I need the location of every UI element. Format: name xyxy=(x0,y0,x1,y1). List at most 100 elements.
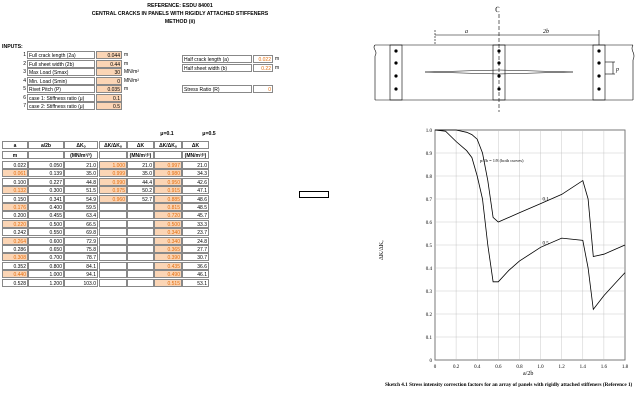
table-cell[interactable]: 0.341 xyxy=(28,194,64,203)
table-cell[interactable]: 47.1 xyxy=(182,186,209,195)
table-cell[interactable]: 0.061 xyxy=(2,169,28,178)
table-cell[interactable]: 0.997 xyxy=(154,161,182,169)
table-cell[interactable]: 53.1 xyxy=(182,278,209,287)
table-cell[interactable]: 48.5 xyxy=(182,203,209,211)
table-cell[interactable]: 0.139 xyxy=(28,169,64,178)
table-cell[interactable]: 0.550 xyxy=(28,228,64,237)
table-cell[interactable]: 50.2 xyxy=(127,186,154,195)
table-cell[interactable]: 0.200 xyxy=(2,211,28,220)
table-cell[interactable]: 0.242 xyxy=(2,228,28,237)
table-cell[interactable]: 0.915 xyxy=(154,186,182,195)
table-cell[interactable]: 72.9 xyxy=(64,236,98,245)
table-cell[interactable]: 94.1 xyxy=(64,270,98,279)
table-cell[interactable]: 0.990 xyxy=(99,177,127,186)
table-cell[interactable]: 0.352 xyxy=(2,261,28,270)
table-cell[interactable]: 103.0 xyxy=(64,278,98,287)
table-cell[interactable]: 1.200 xyxy=(28,278,64,287)
table-cell[interactable]: 0.815 xyxy=(154,203,182,211)
table-cell[interactable]: 44.4 xyxy=(127,177,154,186)
table-cell[interactable]: 0.132 xyxy=(2,186,28,195)
table-cell[interactable]: 0.300 xyxy=(28,186,64,195)
table-cell[interactable] xyxy=(99,278,127,287)
table-cell[interactable] xyxy=(99,245,127,253)
table-cell[interactable]: 0.720 xyxy=(154,211,182,220)
table-cell[interactable]: 24.8 xyxy=(182,236,209,245)
table-cell[interactable] xyxy=(99,236,127,245)
table-cell[interactable] xyxy=(127,236,154,245)
table-cell[interactable]: 78.7 xyxy=(64,253,98,262)
table-cell[interactable]: 63.4 xyxy=(64,211,98,220)
table-cell[interactable] xyxy=(127,253,154,262)
table-cell[interactable]: 0.800 xyxy=(28,261,64,270)
table-cell[interactable] xyxy=(127,228,154,237)
table-cell[interactable]: 0.975 xyxy=(99,186,127,195)
table-cell[interactable]: 0.150 xyxy=(2,194,28,203)
table-cell[interactable] xyxy=(99,228,127,237)
table-cell[interactable] xyxy=(99,219,127,228)
table-cell[interactable]: 0.500 xyxy=(154,219,182,228)
table-cell[interactable]: 0.960 xyxy=(99,194,127,203)
table-cell[interactable]: 0.227 xyxy=(28,177,64,186)
table-cell[interactable]: 0.455 xyxy=(28,211,64,220)
table-cell[interactable]: 0.022 xyxy=(2,161,28,169)
table-cell[interactable]: 21.0 xyxy=(64,161,98,169)
table-cell[interactable] xyxy=(99,253,127,262)
table-cell[interactable]: 0.885 xyxy=(154,194,182,203)
input-value-cell[interactable]: 0.5 xyxy=(96,102,122,110)
table-cell[interactable]: 0.365 xyxy=(154,245,182,253)
table-cell[interactable]: 66.5 xyxy=(64,219,98,228)
table-cell[interactable]: 46.1 xyxy=(182,270,209,279)
table-cell[interactable]: 0.340 xyxy=(154,236,182,245)
table-cell[interactable]: 21.0 xyxy=(127,161,154,169)
table-cell[interactable]: 0.500 xyxy=(28,219,64,228)
table-cell[interactable]: 44.8 xyxy=(64,177,98,186)
table-cell[interactable]: 33.3 xyxy=(182,219,209,228)
table-cell[interactable]: 0.050 xyxy=(28,161,64,169)
input-value-cell[interactable]: 0.035 xyxy=(96,85,122,93)
table-cell[interactable] xyxy=(127,211,154,220)
table-cell[interactable] xyxy=(99,270,127,279)
table-cell[interactable] xyxy=(127,219,154,228)
table-cell[interactable]: 0.220 xyxy=(2,219,28,228)
table-cell[interactable]: 0.176 xyxy=(2,203,28,211)
table-cell[interactable] xyxy=(99,261,127,270)
table-cell[interactable]: 0.950 xyxy=(154,177,182,186)
table-cell[interactable]: 0.390 xyxy=(154,253,182,262)
table-cell[interactable] xyxy=(127,278,154,287)
table-cell[interactable] xyxy=(127,270,154,279)
table-cell[interactable]: 51.5 xyxy=(64,186,98,195)
table-cell[interactable]: 0.286 xyxy=(2,245,28,253)
table-cell[interactable] xyxy=(127,245,154,253)
table-cell[interactable]: 36.6 xyxy=(182,261,209,270)
table-cell[interactable]: 35.0 xyxy=(127,169,154,178)
table-cell[interactable]: 42.6 xyxy=(182,177,209,186)
table-cell[interactable]: 54.9 xyxy=(64,194,98,203)
table-cell[interactable]: 0.528 xyxy=(2,278,28,287)
table-cell[interactable]: 35.0 xyxy=(64,169,98,178)
table-cell[interactable]: 0.999 xyxy=(99,169,127,178)
table-cell[interactable]: 48.6 xyxy=(182,194,209,203)
table-cell[interactable]: 0.435 xyxy=(154,261,182,270)
table-cell[interactable]: 0.400 xyxy=(28,203,64,211)
table-cell[interactable]: 0.650 xyxy=(28,245,64,253)
table-cell[interactable]: 0.340 xyxy=(154,228,182,237)
table-cell[interactable]: 0.440 xyxy=(2,270,28,279)
table-cell[interactable]: 84.1 xyxy=(64,261,98,270)
table-cell[interactable]: 30.7 xyxy=(182,253,209,262)
table-cell[interactable] xyxy=(127,261,154,270)
table-cell[interactable]: 0.980 xyxy=(154,169,182,178)
input-value-cell[interactable]: 0.44 xyxy=(96,59,122,68)
table-cell[interactable] xyxy=(99,211,127,220)
table-cell[interactable]: 27.7 xyxy=(182,245,209,253)
table-cell[interactable]: 52.7 xyxy=(127,194,154,203)
table-cell[interactable] xyxy=(127,203,154,211)
table-cell[interactable]: 75.8 xyxy=(64,245,98,253)
table-cell[interactable]: 0.100 xyxy=(2,177,28,186)
table-cell[interactable]: 0.515 xyxy=(154,278,182,287)
table-cell[interactable]: 0.308 xyxy=(2,253,28,262)
selected-cell[interactable] xyxy=(299,191,329,198)
table-cell[interactable]: 1.000 xyxy=(99,161,127,169)
input-value-cell[interactable]: 0.044 xyxy=(96,51,122,59)
input-value-cell[interactable]: 0 xyxy=(96,76,122,85)
table-cell[interactable]: 34.3 xyxy=(182,169,209,178)
